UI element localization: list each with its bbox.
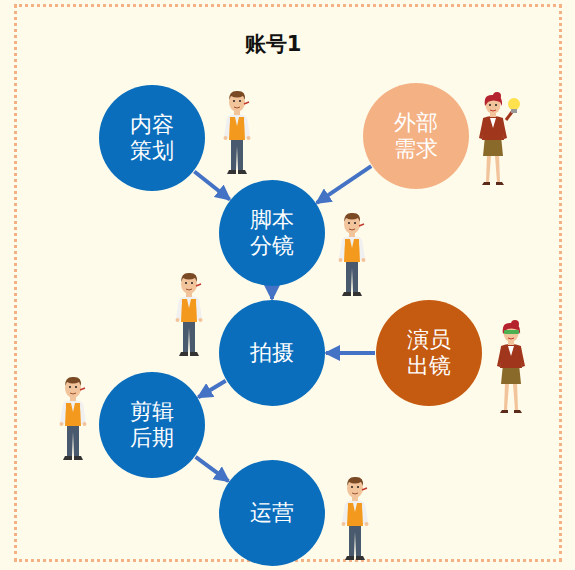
flow-arrow bbox=[194, 172, 229, 200]
flow-arrow bbox=[317, 166, 371, 203]
process-circle: 内容 策划 bbox=[99, 85, 205, 191]
node-label: 运营 bbox=[246, 500, 299, 526]
process-circle: 脚本 分镜 bbox=[219, 180, 325, 286]
process-circle: 演员 出镜 bbox=[376, 300, 482, 406]
process-circle: 外部 需求 bbox=[363, 83, 469, 189]
node-label: 剪辑 后期 bbox=[126, 399, 179, 452]
process-circle: 运营 bbox=[219, 460, 325, 566]
process-circle: 剪辑 后期 bbox=[99, 372, 205, 478]
flow-arrow bbox=[196, 457, 229, 481]
flow-arrow bbox=[198, 381, 225, 397]
node-label: 内容 策划 bbox=[126, 112, 179, 165]
diagram-title: 账号1 bbox=[0, 30, 546, 58]
flow-arrow bbox=[270, 287, 274, 299]
flow-arrow bbox=[326, 351, 375, 355]
node-label: 脚本 分镜 bbox=[246, 207, 299, 260]
node-label: 外部 需求 bbox=[390, 110, 443, 163]
node-label: 拍摄 bbox=[246, 340, 299, 366]
process-circle: 拍摄 bbox=[219, 300, 325, 406]
node-label: 演员 出镜 bbox=[403, 327, 456, 380]
